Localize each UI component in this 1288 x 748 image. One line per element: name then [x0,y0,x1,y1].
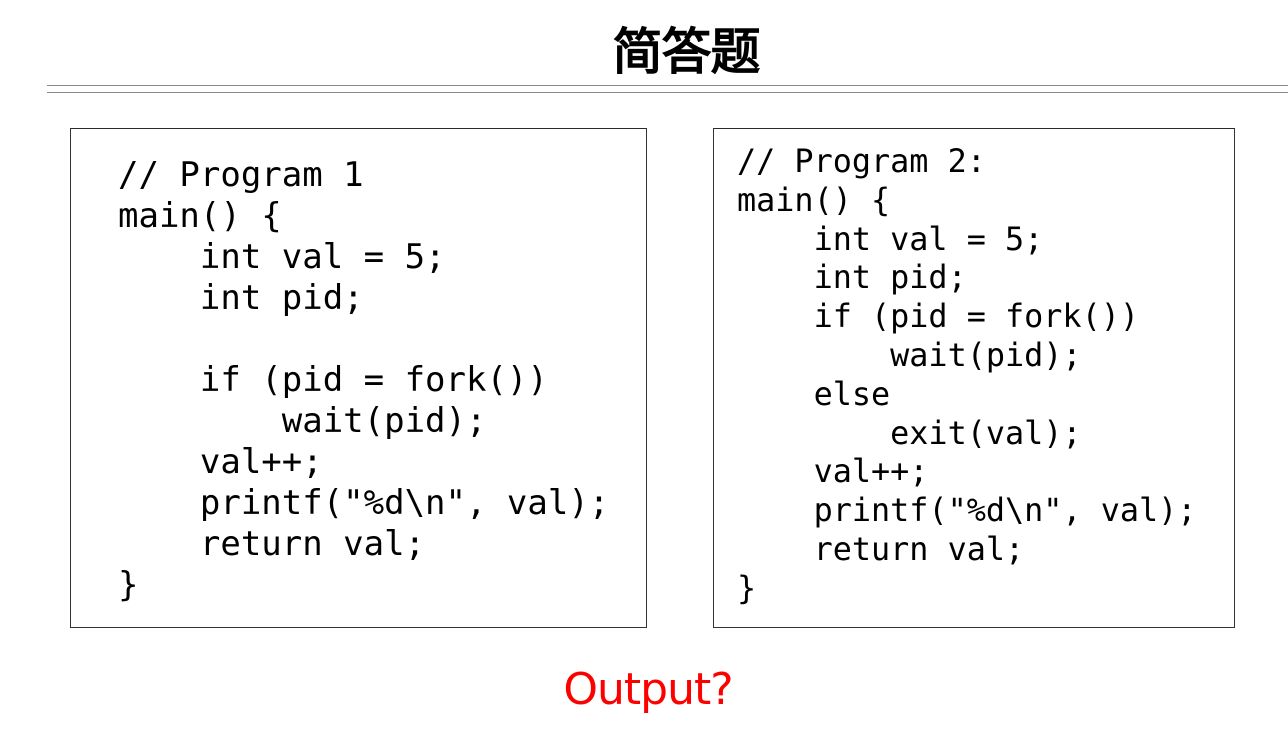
code-line: printf("%d\n", val); [737,492,1197,530]
code-line: val++; [737,453,929,491]
code-line: wait(pid); [118,401,487,441]
code-line: } [118,565,139,605]
code-line: main() { [118,196,282,236]
code-line-blank [118,319,609,360]
question-prompt: Output? [563,664,733,715]
code-line: main() { [737,181,891,219]
title-divider-top [47,85,1288,86]
title-divider-bottom [47,92,1288,93]
code-line: wait(pid); [737,336,1082,374]
code-line: if (pid = fork()) [118,360,548,400]
code-line: int pid; [118,278,364,318]
code-line: // Program 2: [737,143,986,180]
code-line: else [737,375,891,413]
code-line: int pid; [737,259,967,297]
code-line: int val = 5; [737,220,1044,258]
code-line: } [737,569,757,607]
program-2-code-box: // Program 2:main() { int val = 5; int p… [713,128,1235,628]
slide-title: 简答题 [612,23,761,81]
code-line: // Program 1 [118,155,364,195]
code-line: int val = 5; [118,237,446,277]
code-line: return val; [118,524,426,564]
code-line: return val; [737,530,1025,568]
code-line: if (pid = fork()) [737,298,1140,336]
code-line: exit(val); [737,414,1082,452]
code-line: printf("%d\n", val); [118,483,610,523]
program-2-code: // Program 2:main() { int val = 5; int p… [737,143,1196,609]
code-line: val++; [118,442,323,482]
